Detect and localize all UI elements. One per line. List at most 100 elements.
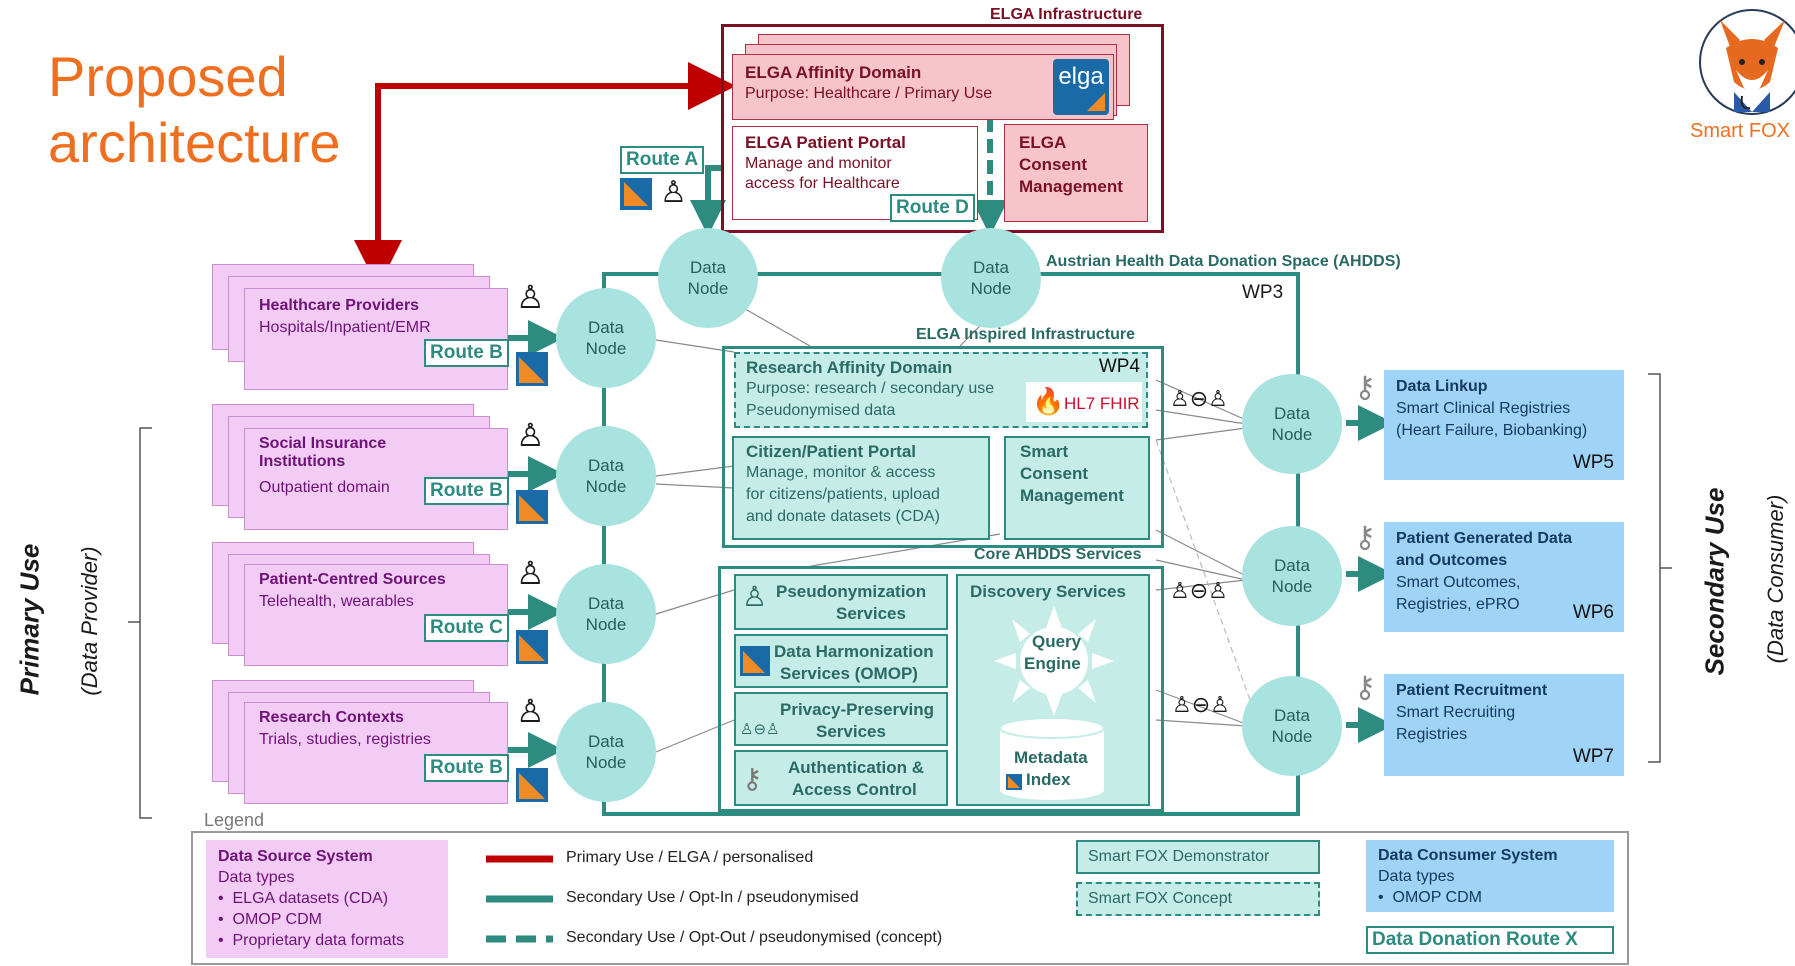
people-link-icon: ♙⊖♙	[1170, 578, 1228, 603]
route-a: Route A	[620, 146, 705, 174]
database-icon	[999, 717, 1105, 800]
fox-doctor-icon	[1699, 9, 1795, 115]
source-research-contexts: Research Contexts Trials, studies, regis…	[244, 702, 508, 804]
query-engine-line: Engine	[1024, 654, 1081, 673]
people-link-icon: ♙⊖♙	[740, 721, 780, 738]
query-engine-line: Query	[1032, 632, 1082, 651]
citizen-portal-line: for citizens/patients, upload	[746, 486, 940, 503]
legend-line-dash: Secondary Use / Opt-Out / pseudonymised …	[566, 929, 943, 946]
core-services-frame	[718, 566, 1164, 812]
core-services-label: Core AHDDS Services	[974, 546, 1142, 563]
key-icon: ⚷	[1354, 521, 1376, 554]
route-b-1: Route B	[424, 339, 509, 367]
page-title: Proposed architecture	[48, 45, 341, 174]
flame-icon: 🔥	[1032, 386, 1065, 416]
person-icon: ♙	[660, 176, 687, 209]
source-title: Social Insurance Institutions	[259, 435, 387, 470]
person-icon: ♙	[742, 581, 768, 612]
person-icon: ♙	[516, 555, 545, 591]
legend-demonstrator: Smart FOX Demonstrator	[1076, 840, 1320, 874]
source-title: Patient-Centred Sources	[259, 571, 446, 588]
elga-inspired-label: ELGA Inspired Infrastructure	[916, 326, 1135, 343]
primary-use-label: Primary Use	[14, 543, 45, 696]
person-icon: ♙	[516, 417, 545, 453]
elga-logo-text: elga	[1058, 63, 1104, 90]
portal-title: ELGA Patient Portal	[745, 133, 906, 152]
consent-line1: ELGA	[1019, 133, 1067, 152]
route-d: Route D	[890, 194, 975, 222]
ahdds-title: Austrian Health Data Donation Space (AHD…	[1046, 253, 1401, 270]
cda-icon	[516, 490, 548, 524]
authentication-access-control: ⚷ Authentication & Access Control	[734, 750, 948, 806]
consumer-patient-generated-data: Patient Generated Data and Outcomes Smar…	[1384, 522, 1624, 632]
source-sub: Trials, studies, registries	[259, 731, 431, 748]
consumer-data-linkup: Data Linkup Smart Clinical Registries (H…	[1384, 370, 1624, 480]
key-icon: ⚷	[742, 763, 763, 794]
research-domain-line2: Pseudonymised data	[746, 402, 896, 419]
secondary-use-label: Secondary Use	[1699, 487, 1730, 676]
pseudonymization-services: ♙ Pseudonymization Services	[734, 574, 948, 630]
citizen-portal-line: Manage, monitor & access	[746, 464, 936, 481]
legend-data-source: Data Source System Data types • ELGA dat…	[206, 840, 448, 958]
people-link-icon: ♙⊖♙	[1170, 386, 1228, 411]
citizen-patient-portal: Citizen/Patient Portal Manage, monitor &…	[732, 436, 990, 540]
wp6-label: WP6	[1572, 602, 1614, 623]
people-link-icon: ♙⊖♙	[1172, 692, 1230, 717]
route-c: Route C	[424, 614, 509, 642]
legend-data-consumer: Data Consumer System Data types • OMOP C…	[1366, 840, 1614, 912]
research-domain-title: Research Affinity Domain	[746, 358, 953, 377]
secondary-use-sublabel: (Data Consumer)	[1763, 494, 1788, 664]
hl7-fhir-logo: 🔥 HL7 FHIR	[1026, 382, 1142, 422]
elga-consent-management: ELGA Consent Management	[1004, 124, 1148, 222]
legend-line-red: Primary Use / ELGA / personalised	[566, 849, 814, 866]
legend-label: Legend	[204, 810, 265, 830]
wp5-label: WP5	[1572, 452, 1614, 473]
sun-icon	[994, 606, 1114, 716]
legend-concept: Smart FOX Concept	[1076, 882, 1320, 916]
wp4-label: WP4	[1098, 356, 1140, 377]
cda-icon	[1006, 774, 1022, 790]
logo: Smart FOX	[1690, 0, 1795, 150]
source-title: Healthcare Providers	[259, 297, 420, 314]
source-title: Research Contexts	[259, 709, 404, 726]
elga-infrastructure-label: ELGA Infrastructure	[990, 6, 1143, 23]
wp7-label: WP7	[1572, 746, 1614, 767]
research-affinity-domain: Research Affinity Domain Purpose: resear…	[734, 352, 1148, 428]
research-domain-line1: Purpose: research / secondary use	[746, 380, 995, 397]
elga-affinity-domain: ELGA Affinity Domain Purpose: Healthcare…	[732, 54, 1114, 120]
smart-consent-line: Consent	[1020, 464, 1088, 483]
elga-affinity-purpose: Purpose: Healthcare / Primary Use	[745, 85, 993, 102]
portal-line1: Manage and monitor	[745, 155, 892, 172]
elga-inspired-frame	[722, 346, 1164, 548]
primary-use-sublabel: (Data Provider)	[77, 546, 102, 696]
cda-icon	[516, 352, 548, 386]
route-b-3: Route B	[424, 754, 509, 782]
legend-line-teal: Secondary Use / Opt-In / pseudonymised	[566, 889, 859, 906]
citizen-portal-title: Citizen/Patient Portal	[746, 442, 917, 461]
source-sub: Hospitals/Inpatient/EMR	[259, 319, 431, 336]
key-icon: ⚷	[1354, 371, 1376, 404]
source-sub: Telehealth, wearables	[259, 593, 414, 610]
cda-icon	[620, 178, 652, 210]
key-icon: ⚷	[1354, 671, 1376, 704]
citizen-portal-line: and donate datasets (CDA)	[746, 508, 940, 525]
data-harmonization-services: Data Harmonization Services (OMOP)	[734, 634, 948, 688]
cda-icon	[740, 646, 770, 676]
cda-icon	[516, 768, 548, 802]
smart-consent-line: Smart	[1020, 442, 1069, 461]
logo-text: Smart FOX	[1690, 120, 1791, 142]
elga-logo: elga	[1053, 59, 1109, 115]
metadata-line: Metadata	[1014, 748, 1088, 767]
consent-line2: Consent	[1019, 155, 1087, 174]
wp3-label: WP3	[1242, 282, 1284, 303]
person-icon: ♙	[516, 279, 545, 315]
legend-route: Data Donation Route X	[1366, 926, 1614, 954]
